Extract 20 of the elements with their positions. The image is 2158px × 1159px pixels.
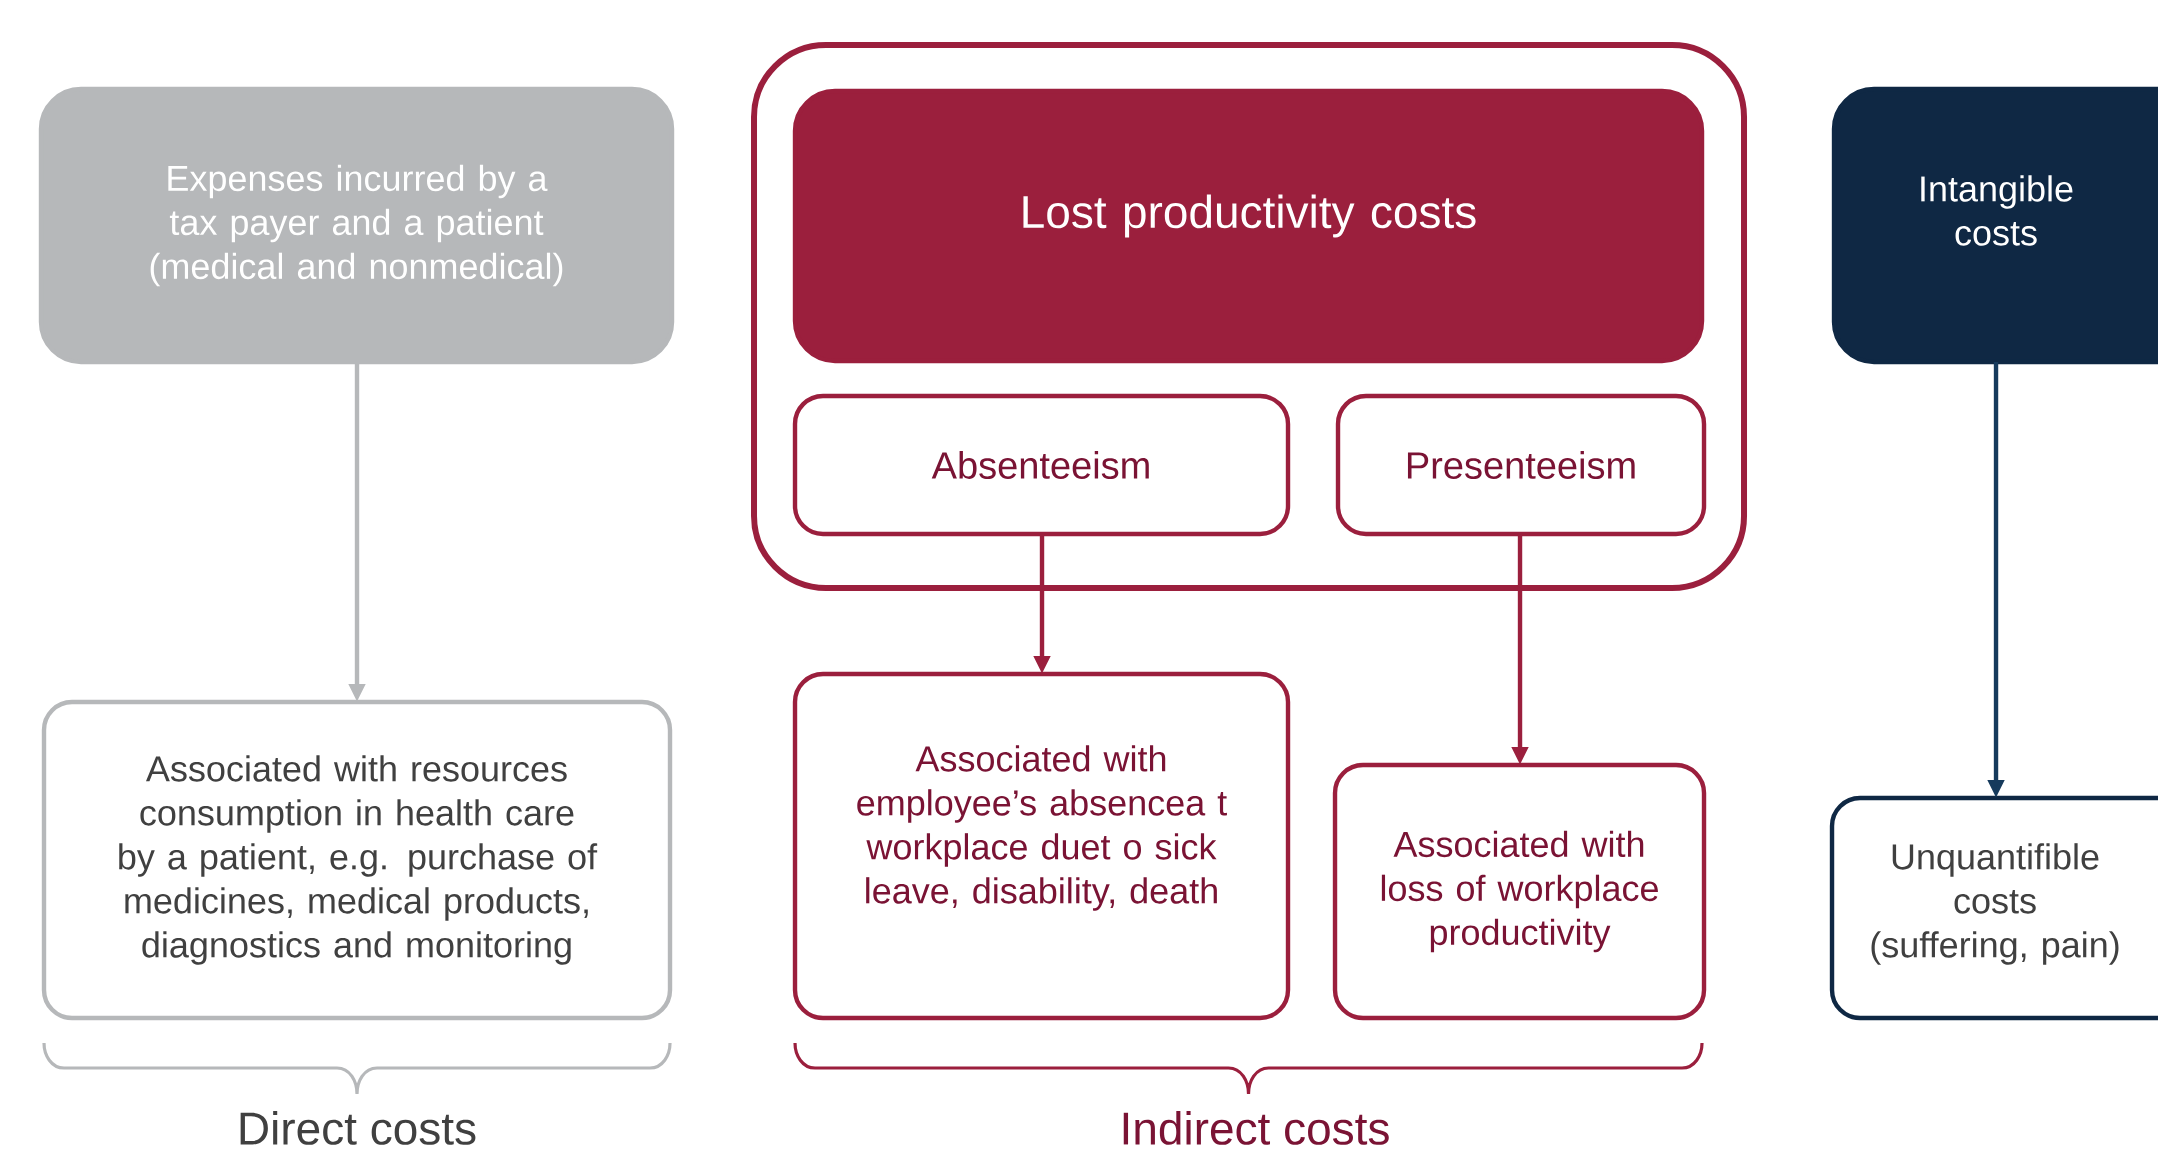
node-text: Associated with resources consumption in health care by a patient, e.g. purchase of medicines, medical products, diagnostics and monitoring: [119, 755, 598, 965]
node-text: Associated with loss of workplace productivity: [1381, 830, 1658, 953]
group-label: Indirect costs: [1123, 1111, 1389, 1145]
filled-box: [792, 88, 1705, 364]
node-text: Presenteeism: [1407, 451, 1635, 479]
text-box: [1829, 795, 2158, 1021]
filled-box: [38, 86, 675, 365]
text-box: [1332, 762, 1707, 1021]
text-box: [792, 671, 1291, 1021]
node-text: Lost productivity costs: [1023, 194, 1476, 238]
node-text: Absenteeism: [931, 451, 1149, 479]
node-text: Unquantifible costs (suffering, pain): [1871, 843, 2119, 965]
filled-box: [1831, 86, 2158, 365]
node-text: Associated with employee’s absencea t workplace duet o sick leave, disability, death: [857, 745, 1227, 911]
text-box: [1335, 393, 1707, 537]
text-box: [792, 393, 1291, 537]
group-label: Direct costs: [240, 1111, 476, 1145]
text-box: [41, 699, 673, 1021]
node-text: Expenses incurred by a tax payer and a patient (medical and nonmedical): [150, 164, 563, 287]
node-text: Intangible costs: [1921, 175, 2073, 246]
